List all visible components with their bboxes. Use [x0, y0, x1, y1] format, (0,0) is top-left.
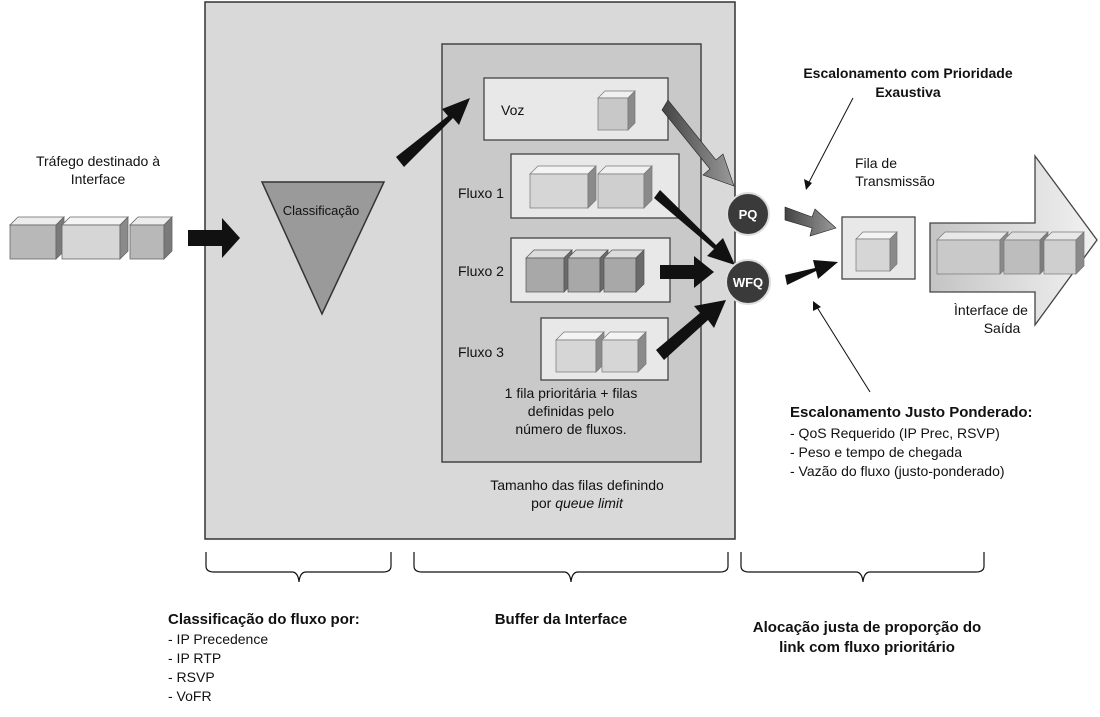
packet-icon	[555, 331, 605, 373]
packet-icon	[1003, 231, 1049, 275]
svg-text:Escalonamento Justo Ponderado:: Escalonamento Justo Ponderado:	[790, 404, 1033, 421]
packet-icon	[855, 231, 898, 272]
queue-voz: Voz	[483, 77, 669, 141]
arrow-fluxo1-to-wfq	[654, 190, 735, 265]
arrow-wfq-to-transmit	[785, 260, 838, 285]
svg-text:- QoS Requerido (IP Prec, RSVP: - QoS Requerido (IP Prec, RSVP)	[790, 425, 1000, 441]
svg-text:Fila de: Fila de	[855, 155, 897, 171]
svg-text:- VoFR: - VoFR	[168, 688, 212, 704]
packet-icon	[61, 216, 129, 260]
queue-label: Fluxo 2	[458, 263, 504, 279]
packet-icon	[597, 90, 636, 131]
output-interface-label: Ìnterface de Saída	[954, 302, 1028, 336]
fair-pointer-head	[813, 301, 821, 311]
buffer-note: 1 fila prioritária + filas definidas pel…	[505, 385, 638, 437]
input-packets	[9, 216, 173, 260]
brace-classification	[205, 552, 392, 583]
packet-icon	[567, 249, 609, 293]
brace-allocation	[740, 552, 985, 583]
packet-icon	[597, 165, 653, 209]
svg-text:link com fluxo prioritário: link com fluxo prioritário	[779, 639, 955, 656]
classifier-label: Classificação	[283, 203, 360, 218]
packet-icon	[525, 249, 573, 293]
packet-icon	[129, 216, 173, 260]
classifier-triangle	[260, 181, 386, 316]
packet-icon	[9, 216, 65, 260]
queue-size-note: Tamanho das filas definindo por queue li…	[490, 477, 664, 511]
arrow-input-to-classifier	[188, 218, 240, 258]
queue-label: Fluxo 1	[458, 185, 504, 201]
buffer-interface-label: Buffer da Interface	[495, 611, 628, 628]
priority-pointer	[805, 97, 854, 189]
priority-scheduling-label: Escalonamento com Prioridade Exaustiva	[803, 65, 1012, 100]
svg-text:Exaustiva: Exaustiva	[875, 84, 941, 100]
svg-text:Tamanho das filas definindo: Tamanho das filas definindo	[490, 477, 664, 493]
input-traffic-label: Tráfego destinado à Interface	[36, 153, 160, 187]
arrow-fluxo2-to-wfq	[660, 256, 714, 288]
svg-text:- IP RTP: - IP RTP	[168, 650, 221, 666]
svg-text:Tráfego destinado à: Tráfego destinado à	[36, 153, 160, 169]
queue-label: Fluxo 3	[458, 344, 504, 360]
packet-icon	[1043, 231, 1085, 275]
allocation-label: Alocação justa de proporção do link com …	[753, 619, 981, 656]
svg-text:- RSVP: - RSVP	[168, 669, 215, 685]
brace-buffer	[413, 552, 729, 583]
output-packets	[936, 231, 1085, 275]
svg-text:1 fila prioritária + filas: 1 fila prioritária + filas	[505, 385, 638, 401]
wfq-scheduler: WFQ	[725, 259, 771, 305]
arrow-classifier-to-voz	[396, 98, 470, 167]
fair-pointer	[814, 303, 871, 393]
svg-text:- IP Precedence: - IP Precedence	[168, 631, 268, 647]
queue-fluxo-2: Fluxo 2	[458, 237, 671, 303]
svg-text:- Vazão do fluxo (justo-ponder: - Vazão do fluxo (justo-ponderado)	[790, 463, 1005, 479]
svg-text:Interface: Interface	[71, 171, 126, 187]
svg-text:por queue limit: por queue limit	[531, 495, 624, 511]
queue-label: Voz	[501, 102, 524, 118]
packet-icon	[936, 231, 1009, 275]
queue-fluxo-1: Fluxo 1	[458, 153, 680, 219]
transmit-queue-label: Fila de Transmissão	[855, 155, 935, 189]
packet-icon	[529, 165, 597, 209]
arrow-voz-to-pq	[661, 99, 735, 187]
packet-icon	[601, 331, 647, 373]
queue-fluxo-3: Fluxo 3	[458, 317, 669, 381]
packet-icon	[603, 249, 645, 293]
priority-pointer-head	[804, 179, 812, 190]
pq-scheduler: PQ	[726, 192, 770, 236]
svg-text:Transmissão: Transmissão	[855, 173, 935, 189]
svg-text:Escalonamento com Prioridade: Escalonamento com Prioridade	[803, 65, 1012, 81]
svg-text:PQ: PQ	[739, 207, 758, 222]
svg-text:Saída: Saída	[984, 320, 1021, 336]
svg-text:Classificação do fluxo por:: Classificação do fluxo por:	[168, 611, 360, 628]
classification-criteria: Classificação do fluxo por: - IP Precede…	[168, 611, 360, 704]
svg-text:WFQ: WFQ	[733, 275, 763, 290]
svg-text:Ìnterface de: Ìnterface de	[954, 302, 1028, 318]
arrow-fluxo3-to-wfq	[656, 300, 726, 360]
svg-text:Alocação justa de proporção d: Alocação justa de proporção do	[753, 619, 981, 636]
svg-text:número de fluxos.: número de fluxos.	[515, 421, 626, 437]
svg-text:- Peso e tempo de chegada: - Peso e tempo de chegada	[790, 444, 962, 460]
fair-scheduling-label: Escalonamento Justo Ponderado: - QoS Req…	[790, 404, 1033, 479]
svg-text:definidas pelo: definidas pelo	[528, 403, 615, 419]
arrow-pq-to-transmit	[784, 206, 837, 237]
